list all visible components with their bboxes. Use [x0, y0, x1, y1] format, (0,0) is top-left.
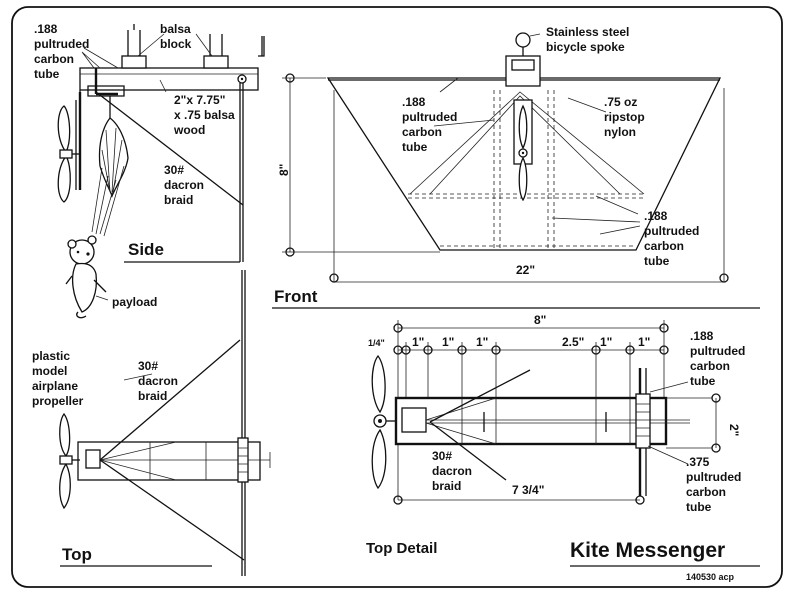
- top-detail-view: [371, 320, 760, 567]
- side-tube-label-2: pultruded: [34, 37, 89, 51]
- front-width-dim: 22": [516, 263, 535, 277]
- top-braid-label-2: dacron: [138, 374, 178, 388]
- detail-dim-1: 1/4": [368, 338, 385, 348]
- front-tube-left-1: .188: [402, 95, 426, 109]
- front-tube-left-3: carbon: [402, 125, 442, 139]
- front-nylon-2: ripstop: [604, 110, 645, 124]
- balsa-block-left: [121, 55, 147, 69]
- side-labels: .188 pultruded carbon tube balsa block 2…: [34, 22, 235, 309]
- front-tube-right-2: pultruded: [644, 224, 699, 238]
- top-prop-label-4: propeller: [32, 394, 84, 408]
- detail-tube-bottom-4: tube: [686, 500, 712, 514]
- top-prop-label-2: model: [32, 364, 67, 378]
- side-braid-label-1: 30#: [164, 163, 184, 177]
- top-braid-label-1: 30#: [138, 359, 158, 373]
- side-wood-label-1: 2"x 7.75": [174, 93, 225, 107]
- detail-propeller-icon: [371, 354, 396, 490]
- front-labels: Stainless steel bicycle spoke .188 pultr…: [274, 25, 699, 306]
- front-sail: [326, 77, 722, 251]
- side-braid-label-3: braid: [164, 193, 193, 207]
- detail-tube-bottom-2: pultruded: [686, 470, 741, 484]
- detail-dim-7: 1": [638, 335, 650, 349]
- spoke-loop-icon: [515, 32, 531, 48]
- side-tube-label-4: tube: [34, 67, 60, 81]
- detail-tube-bottom-1: .375: [686, 455, 710, 469]
- front-tube-right-4: tube: [644, 254, 670, 268]
- drawing-title: Kite Messenger: [570, 539, 725, 562]
- detail-braid-2: dacron: [432, 464, 472, 478]
- detail-labels: 8" 1/4" 1" 1" 1" 2.5" 1" 1" .188 pultrud…: [366, 313, 745, 557]
- balsa-block-right: [203, 55, 229, 69]
- detail-tube-top-3: carbon: [690, 359, 730, 373]
- payload-label: payload: [112, 295, 157, 309]
- detail-width-dim: 2": [727, 424, 741, 436]
- top-prop-label-3: airplane: [32, 379, 78, 393]
- top-braid-label-3: braid: [138, 389, 167, 403]
- propeller-icon: [57, 105, 80, 203]
- side-block-label-2: block: [160, 37, 192, 51]
- drawing-code: 140530 acp: [686, 572, 735, 582]
- front-tube-right-1: .188: [644, 209, 668, 223]
- side-wood-label-2: x .75 balsa: [174, 108, 235, 122]
- front-tube-left-2: pultruded: [402, 110, 457, 124]
- detail-dim-5: 2.5": [562, 335, 584, 349]
- detail-tube-top-2: pultruded: [690, 344, 745, 358]
- sheet-border: [11, 6, 783, 588]
- top-prop-label-1: plastic: [32, 349, 70, 363]
- side-braid-label-2: dacron: [164, 178, 204, 192]
- detail-dim-2: 1": [412, 335, 424, 349]
- detail-braid-1: 30#: [432, 449, 452, 463]
- front-title: Front: [274, 287, 318, 306]
- side-block-label-1: balsa: [160, 22, 191, 36]
- side-tube-label-3: carbon: [34, 52, 74, 66]
- detail-tube-top-1: .188: [690, 329, 714, 343]
- front-view: [272, 32, 760, 309]
- detail-tube-bottom-3: carbon: [686, 485, 726, 499]
- front-tube-right-3: carbon: [644, 239, 684, 253]
- parachute-icon: [91, 96, 129, 237]
- front-tube-left-4: tube: [402, 140, 428, 154]
- detail-title: Top Detail: [366, 540, 437, 557]
- side-title: Side: [128, 240, 164, 259]
- front-propeller-icon: [513, 99, 533, 202]
- detail-tube-top-4: tube: [690, 374, 716, 388]
- side-wood-label-3: wood: [173, 123, 205, 137]
- top-propeller-icon: [59, 412, 80, 510]
- detail-total-dim: 8": [534, 313, 546, 327]
- front-height-dim: 8": [277, 164, 291, 176]
- top-labels: plastic model airplane propeller 30# dac…: [32, 349, 178, 564]
- payload-bear-icon: [65, 235, 107, 319]
- detail-dim-6: 1": [600, 335, 612, 349]
- front-spoke-label-2: bicycle spoke: [546, 40, 625, 54]
- detail-dim-4: 1": [476, 335, 488, 349]
- balsa-board: [79, 67, 259, 91]
- top-title: Top: [62, 545, 92, 564]
- front-spoke-label-1: Stainless steel: [546, 25, 629, 39]
- front-nylon-1: .75 oz: [604, 95, 637, 109]
- top-view: [59, 270, 271, 576]
- detail-fuselage: [394, 396, 668, 446]
- front-nylon-3: nylon: [604, 125, 636, 139]
- detail-braid-3: braid: [432, 479, 461, 493]
- detail-length-dim: 7 3/4": [512, 483, 544, 497]
- side-tube-label-1: .188: [34, 22, 58, 36]
- detail-dim-3: 1": [442, 335, 454, 349]
- side-view: [57, 24, 265, 319]
- top-fuselage: [77, 441, 261, 481]
